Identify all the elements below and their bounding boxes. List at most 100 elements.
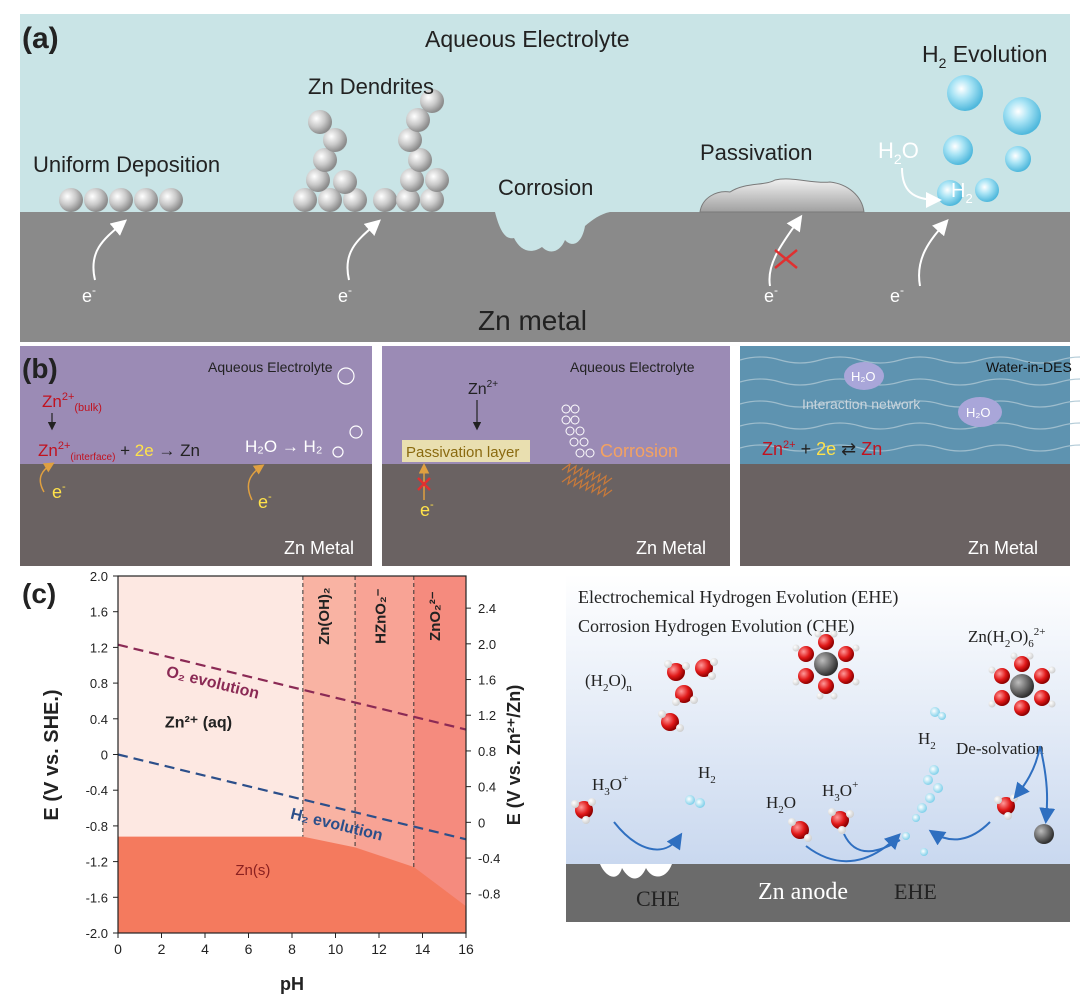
- y-axis-label-right: E (V vs. Zn²⁺/Zn): [504, 685, 524, 826]
- right-title: Water-in-DES: [986, 359, 1072, 375]
- h2-evolution-label: H2 Evolution: [922, 41, 1047, 71]
- hydrated-zn-complex-1: [792, 630, 860, 700]
- panel-a-label: (a): [22, 22, 59, 55]
- y-tick-label-left: -1.6: [86, 890, 108, 905]
- zn-anode-substrate: [566, 864, 1070, 922]
- y-tick-label-right: 1.6: [478, 673, 496, 688]
- electron-arrow-left: [39, 462, 55, 493]
- y-tick-label-right: 1.2: [478, 708, 496, 723]
- x-tick-label: 14: [415, 941, 431, 957]
- electrolyte-title: Aqueous Electrolyte: [425, 26, 630, 52]
- metal-label-middle: Zn Metal: [636, 538, 706, 558]
- interaction-network-label: Interaction network: [802, 396, 921, 412]
- y-tick-label-left: 0.8: [90, 676, 108, 691]
- y-tick-label-left: -0.8: [86, 819, 108, 834]
- region-zn-solid: [118, 836, 466, 933]
- water-label-2: H₂O: [966, 405, 991, 420]
- dendrites-label: Zn Dendrites: [308, 74, 434, 99]
- y-tick-label-left: 1.6: [90, 605, 108, 620]
- small-bubbles: [332, 367, 363, 458]
- x-tick-label: 4: [201, 941, 209, 957]
- hydrated-zn-complex-2: [988, 652, 1056, 716]
- passivation-layer: [699, 178, 865, 213]
- region-label-aq: Zn²⁺ (aq): [165, 715, 232, 732]
- o2-evolution-line: [117, 643, 467, 731]
- h2o-to-h2-arrow: [901, 167, 942, 208]
- electrolyte-region: [20, 346, 372, 464]
- region-label-solid: Zn(s): [235, 862, 270, 879]
- x-axis-label: pH: [280, 974, 304, 994]
- y-tick-label-right: 0.4: [478, 780, 496, 795]
- svg-text:e-: e-: [338, 283, 352, 306]
- region-label-zno2: ZnO₂²⁻: [427, 591, 444, 641]
- y-tick-label-left: -0.4: [86, 783, 108, 798]
- che-anode-label: CHE: [636, 886, 680, 911]
- y-tick-label-right: -0.4: [478, 851, 500, 866]
- h2-label-left: H2: [698, 763, 716, 786]
- y-tick-label-left: 2.0: [90, 569, 108, 584]
- y-tick-label-right: 0: [478, 815, 485, 830]
- x-tick-label: 2: [158, 941, 166, 957]
- ehe-anode-label: EHE: [894, 879, 937, 904]
- blocked-cross-icon: [417, 477, 431, 491]
- water-cluster-label: (H2O)n: [585, 671, 632, 694]
- h3o-label-right: H3O+: [822, 779, 858, 804]
- corrosion-cracks: [561, 462, 613, 498]
- metal-region: [20, 464, 372, 566]
- h2-label-right: H2: [918, 729, 936, 752]
- passivation-layer-label: Passivation layer: [406, 444, 519, 461]
- passivation-label: Passivation: [700, 140, 813, 165]
- h2-bubble-cluster: [685, 707, 946, 856]
- corrosion-label: Corrosion: [498, 175, 593, 200]
- y-tick-label-right: -0.8: [478, 887, 500, 902]
- metal-region: [740, 464, 1070, 566]
- che-label: Corrosion Hydrogen Evolution (CHE): [578, 616, 854, 637]
- y-tick-label-left: 1.2: [90, 640, 108, 655]
- y-tick-label-left: 0: [101, 748, 108, 763]
- svg-text:e-: e-: [890, 283, 904, 306]
- panel-b: (b) Aqueous Electrolyte Zn2+(bulk) Zn2+(…: [20, 346, 1080, 566]
- zn-interface-equation: Zn2+(interface) + 2e → Zn: [38, 440, 200, 463]
- h2-product-label: H2: [951, 180, 973, 206]
- uniform-deposit-spheres: [59, 188, 183, 212]
- electron-labels: e- e- e- e-: [82, 283, 904, 306]
- zn-ion-label: Zn2+: [468, 379, 498, 398]
- h2-evolution-line: [117, 753, 467, 841]
- metal-region: [382, 464, 730, 566]
- water-molecule-1: [844, 362, 884, 390]
- y-tick-label-left: -1.2: [86, 855, 108, 870]
- y-tick-label-right: 2.4: [478, 601, 496, 616]
- h2-bubbles: [937, 75, 1041, 206]
- svg-text:e-: e-: [82, 283, 96, 306]
- schematic-background: [566, 574, 1070, 864]
- electron-left: e-: [52, 481, 66, 502]
- electron-arrow-right: [247, 464, 265, 501]
- des-region: [740, 346, 1070, 464]
- electron-right: e-: [258, 491, 272, 512]
- x-tick-label: 12: [371, 941, 387, 957]
- y-tick-label-right: 0.8: [478, 744, 496, 759]
- metal-label-right: Zn Metal: [968, 538, 1038, 558]
- x-tick-label: 16: [458, 941, 474, 957]
- zn-bulk-label: Zn2+(bulk): [42, 391, 102, 414]
- uniform-deposition-label: Uniform Deposition: [33, 152, 220, 177]
- corrosion-bubbles: [561, 404, 595, 458]
- panel-b-left: (b) Aqueous Electrolyte Zn2+(bulk) Zn2+(…: [20, 346, 372, 566]
- y-axis-label-left: E (V vs. SHE.): [41, 689, 63, 820]
- region-label-hzno2: HZnO₂⁻: [373, 588, 390, 643]
- passivation-layer-box: [402, 440, 530, 462]
- x-tick-label: 10: [328, 941, 344, 957]
- water-cluster-molecules: [658, 658, 718, 732]
- wave-lines: [739, 356, 1080, 452]
- zn-dendrite-spheres: [293, 89, 449, 212]
- y-tick-label-left: -2.0: [86, 926, 108, 941]
- panel-b-right: Water-in-DES H₂O H₂O Interaction network…: [739, 346, 1080, 566]
- h3o-label-left: H3O+: [592, 773, 628, 798]
- h2o-reactant-label: H2O: [878, 138, 919, 167]
- h2o-label: H2O: [766, 793, 796, 816]
- region-label-zn-oh2: Zn(OH)₂: [316, 587, 333, 644]
- corrosion-label: Corrosion: [600, 441, 678, 461]
- left-title: Aqueous Electrolyte: [208, 359, 333, 375]
